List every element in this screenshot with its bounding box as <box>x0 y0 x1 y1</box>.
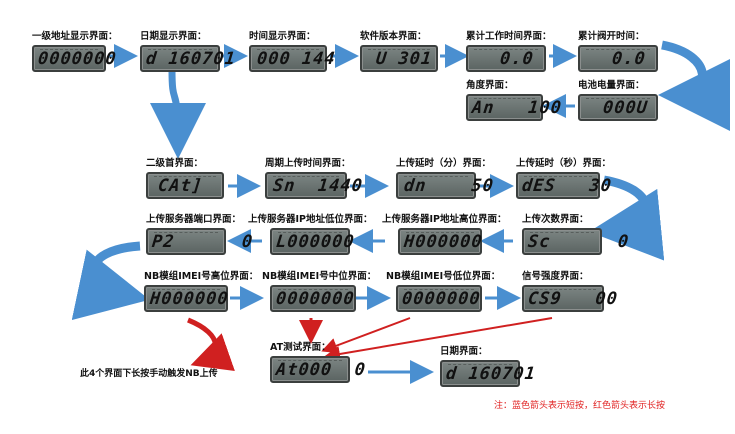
screen-label: 软件版本界面： <box>360 31 427 42</box>
screen-at-test: AT测试界面： At000 0 <box>270 341 367 383</box>
lcd-display: d 160701 <box>440 360 537 387</box>
screen-upload-count: 上传次数界面： Sc 0 <box>522 213 630 255</box>
lcd-display: 0.0 <box>466 45 546 72</box>
lcd-display: L000000 <box>270 228 356 255</box>
lcd-display: 0000000 <box>270 285 356 312</box>
screen-server-ip-low: 上传服务器IP地址低位界面： L000000 <box>248 213 373 255</box>
lcd-text: 0.0 <box>611 48 648 69</box>
screen-label: 上传延时（秒）界面： <box>516 158 612 169</box>
screen-total-valve-open-time: 累计阀开时间： 0.0 <box>578 30 658 72</box>
lcd-display: dES 30 <box>516 172 613 199</box>
lcd-text: An 100 <box>470 97 563 118</box>
lcd-display: Sn 1440 <box>265 172 364 199</box>
screen-server-ip-high: 上传服务器IP地址高位界面： H000000 <box>382 213 507 255</box>
screen-label: 时间显示界面： <box>249 31 316 42</box>
lcd-display: 0000000 <box>396 285 482 312</box>
lcd-text: 0.0 <box>499 48 536 69</box>
lcd-display: At000 0 <box>270 356 367 383</box>
screen-battery: 电池电量界面： 000U <box>578 79 658 121</box>
screen-level2-home: 二级首界面： CAt] <box>146 157 224 199</box>
arrow-s6-s8 <box>658 40 731 131</box>
screen-date: 日期显示界面： d 160701 <box>140 30 237 72</box>
lcd-text: Sn 1440 <box>271 175 364 196</box>
lcd-display: U 301 <box>360 45 438 72</box>
lcd-text: dES 30 <box>520 175 613 196</box>
screen-label: 周期上传时间界面： <box>265 158 351 169</box>
lcd-display: H000000 <box>144 285 230 312</box>
lcd-display: d 160701 <box>140 45 237 72</box>
lcd-text: 000 144 <box>255 48 337 69</box>
screen-upload-period: 周期上传时间界面： Sn 1440 <box>265 157 364 199</box>
screen-signal-strength: 信号强度界面： CS9 00 <box>522 270 619 312</box>
screen-level1-address: 一级地址显示界面： 0000000 <box>32 30 118 72</box>
screen-label: 日期界面： <box>440 346 488 357</box>
lcd-display: dn 50 <box>396 172 495 199</box>
lcd-text: d 160701 <box>144 48 237 69</box>
screen-date-2: 日期界面： d 160701 <box>440 345 537 387</box>
lcd-display: CS9 00 <box>522 285 619 312</box>
screen-upload-delay-sec: 上传延时（秒）界面： dES 30 <box>516 157 613 199</box>
lcd-text: d 160701 <box>444 363 537 384</box>
long-press-note: 此4个界面下长按手动触发NB上传 <box>80 369 218 379</box>
arrow-s20-s21 <box>324 317 553 362</box>
lcd-display: P2 0 <box>146 228 254 255</box>
screen-label: 上传次数界面： <box>522 214 589 225</box>
lcd-text: CS9 00 <box>526 288 619 309</box>
arrow-s19-s21 <box>321 317 411 354</box>
lcd-text: H000000 <box>148 288 230 309</box>
screen-label: 上传延时（分）界面： <box>396 158 492 169</box>
lcd-text: H000000 <box>402 231 484 252</box>
lcd-display: 0.0 <box>578 45 658 72</box>
screen-label: AT测试界面： <box>270 342 331 353</box>
screen-label: 信号强度界面： <box>522 271 589 282</box>
lcd-text: dn 50 <box>402 175 495 196</box>
screen-label: 上传服务器端口界面： <box>146 214 242 225</box>
lcd-display: 0000000 <box>32 45 118 72</box>
arrow-s2-s9 <box>149 69 206 159</box>
screen-angle: 角度界面： An 100 <box>466 79 563 121</box>
screen-upload-delay-min: 上传延时（分）界面： dn 50 <box>396 157 495 199</box>
screen-time: 时间显示界面： 000 144 <box>249 30 337 72</box>
arrow-s17-long-press <box>187 317 235 371</box>
screen-label: 累计工作时间界面： <box>466 31 552 42</box>
lcd-text: Sc 0 <box>526 231 631 252</box>
screen-imei-mid: NB模组IMEI号中位界面： 0000000 <box>262 270 376 312</box>
screen-total-work-time: 累计工作时间界面： 0.0 <box>466 30 552 72</box>
screen-label: 上传服务器IP地址高位界面： <box>382 214 507 225</box>
lcd-text: 000U <box>601 97 650 118</box>
screen-imei-high: NB模组IMEI号高位界面： H000000 <box>144 270 258 312</box>
screen-label: 日期显示界面： <box>140 31 207 42</box>
legend-note: 注：蓝色箭头表示短按，红色箭头表示长按 <box>494 401 666 411</box>
lcd-text: 0000000 <box>400 288 482 309</box>
lcd-display: Sc 0 <box>522 228 630 255</box>
lcd-text: P2 0 <box>150 231 255 252</box>
lcd-text: U 301 <box>374 48 434 69</box>
screen-label: NB模组IMEI号中位界面： <box>262 271 377 282</box>
lcd-display: 000U <box>578 94 658 121</box>
screen-label: 电池电量界面： <box>578 80 645 91</box>
lcd-display: An 100 <box>466 94 563 121</box>
screen-imei-low: NB模组IMEI号低位界面： 0000000 <box>386 270 500 312</box>
lcd-text: L000000 <box>274 231 356 252</box>
screen-label: NB模组IMEI号高位界面： <box>144 271 259 282</box>
lcd-display: 000 144 <box>249 45 337 72</box>
lcd-text: 0000000 <box>274 288 356 309</box>
screen-label: 角度界面： <box>466 80 514 91</box>
screen-server-port: 上传服务器端口界面： P2 0 <box>146 213 254 255</box>
lcd-display: CAt] <box>146 172 224 199</box>
screen-label: 累计阀开时间： <box>578 31 645 42</box>
screen-label: 二级首界面： <box>146 158 204 169</box>
screen-software-version: 软件版本界面： U 301 <box>360 30 438 72</box>
lcd-text: CAt] <box>156 175 205 196</box>
screen-label: 上传服务器IP地址低位界面： <box>248 214 373 225</box>
lcd-text: At000 0 <box>274 359 367 380</box>
screen-label: 一级地址显示界面： <box>32 31 118 42</box>
screen-label: NB模组IMEI号低位界面： <box>386 271 501 282</box>
lcd-text: 0000000 <box>36 48 118 69</box>
lcd-display: H000000 <box>398 228 484 255</box>
arrow-s13-s17 <box>71 241 150 321</box>
arrow-s12-s16 <box>589 175 665 261</box>
